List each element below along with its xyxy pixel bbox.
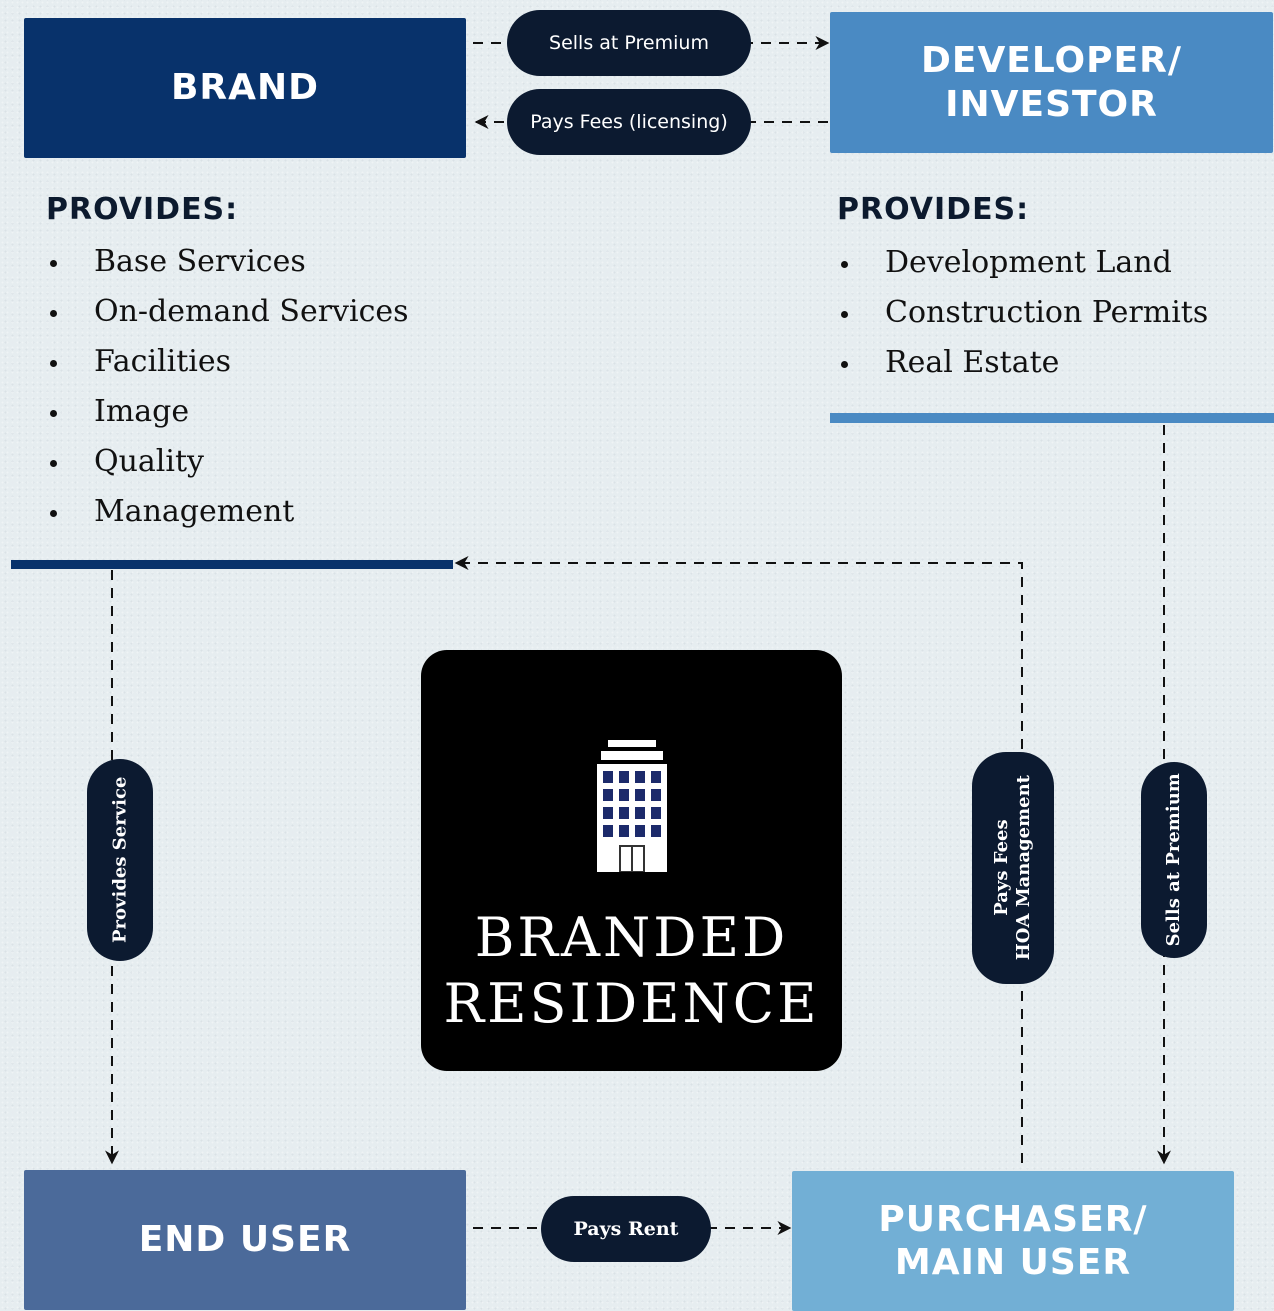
flow-label-sells-at-premium-top: Sells at Premium [507, 10, 751, 76]
brand-label: BRAND [170, 67, 320, 109]
list-item: Image [46, 387, 409, 437]
list-item: Quality [46, 437, 409, 487]
developer-provides-heading: PROVIDES: [837, 192, 1030, 227]
branded-residence-card: BRANDED RESIDENCE [421, 650, 842, 1071]
list-item: On-demand Services [46, 287, 409, 337]
list-item: Construction Permits [837, 288, 1208, 338]
flow-text: Pays Fees HOA Management [991, 775, 1035, 961]
brand-box: BRAND [24, 18, 466, 158]
list-item: Facilities [46, 337, 409, 387]
flow-text: Pays Fees (licensing) [530, 111, 728, 133]
list-item: Base Services [46, 237, 409, 287]
developer-investor-box: DEVELOPER/ INVESTOR [830, 12, 1273, 153]
developer-investor-label: DEVELOPER/ INVESTOR [920, 40, 1183, 125]
purchaser-main-user-label: PURCHASER/ MAIN USER [878, 1198, 1148, 1283]
brand-provides-heading: PROVIDES: [46, 192, 239, 227]
brand-divider-bar [11, 560, 453, 569]
branded-residence-title: BRANDED RESIDENCE [443, 906, 820, 1035]
brand-provides-list: Base Services On-demand Services Facilit… [46, 237, 409, 537]
flow-label-sells-at-premium-right: Sells at Premium [1141, 762, 1207, 958]
flow-label-pays-fees-hoa-management: Pays Fees HOA Management [972, 752, 1054, 984]
list-item: Management [46, 487, 409, 537]
building-icon [597, 740, 667, 872]
end-user-box: END USER [24, 1170, 466, 1310]
purchaser-main-user-box: PURCHASER/ MAIN USER [792, 1171, 1234, 1311]
flow-label-pays-fees-licensing: Pays Fees (licensing) [507, 89, 751, 155]
flow-text: Provides Service [109, 776, 131, 944]
flow-label-provides-service: Provides Service [87, 759, 153, 961]
developer-provides-list: Development Land Construction Permits Re… [837, 238, 1208, 388]
flow-text: Sells at Premium [549, 32, 709, 54]
flow-text: Pays Rent [573, 1218, 679, 1240]
flow-text: Sells at Premium [1163, 773, 1185, 947]
end-user-label: END USER [138, 1219, 352, 1261]
list-item: Development Land [837, 238, 1208, 288]
list-item: Real Estate [837, 338, 1208, 388]
developer-divider-bar [830, 413, 1274, 423]
flow-label-pays-rent: Pays Rent [541, 1196, 711, 1262]
